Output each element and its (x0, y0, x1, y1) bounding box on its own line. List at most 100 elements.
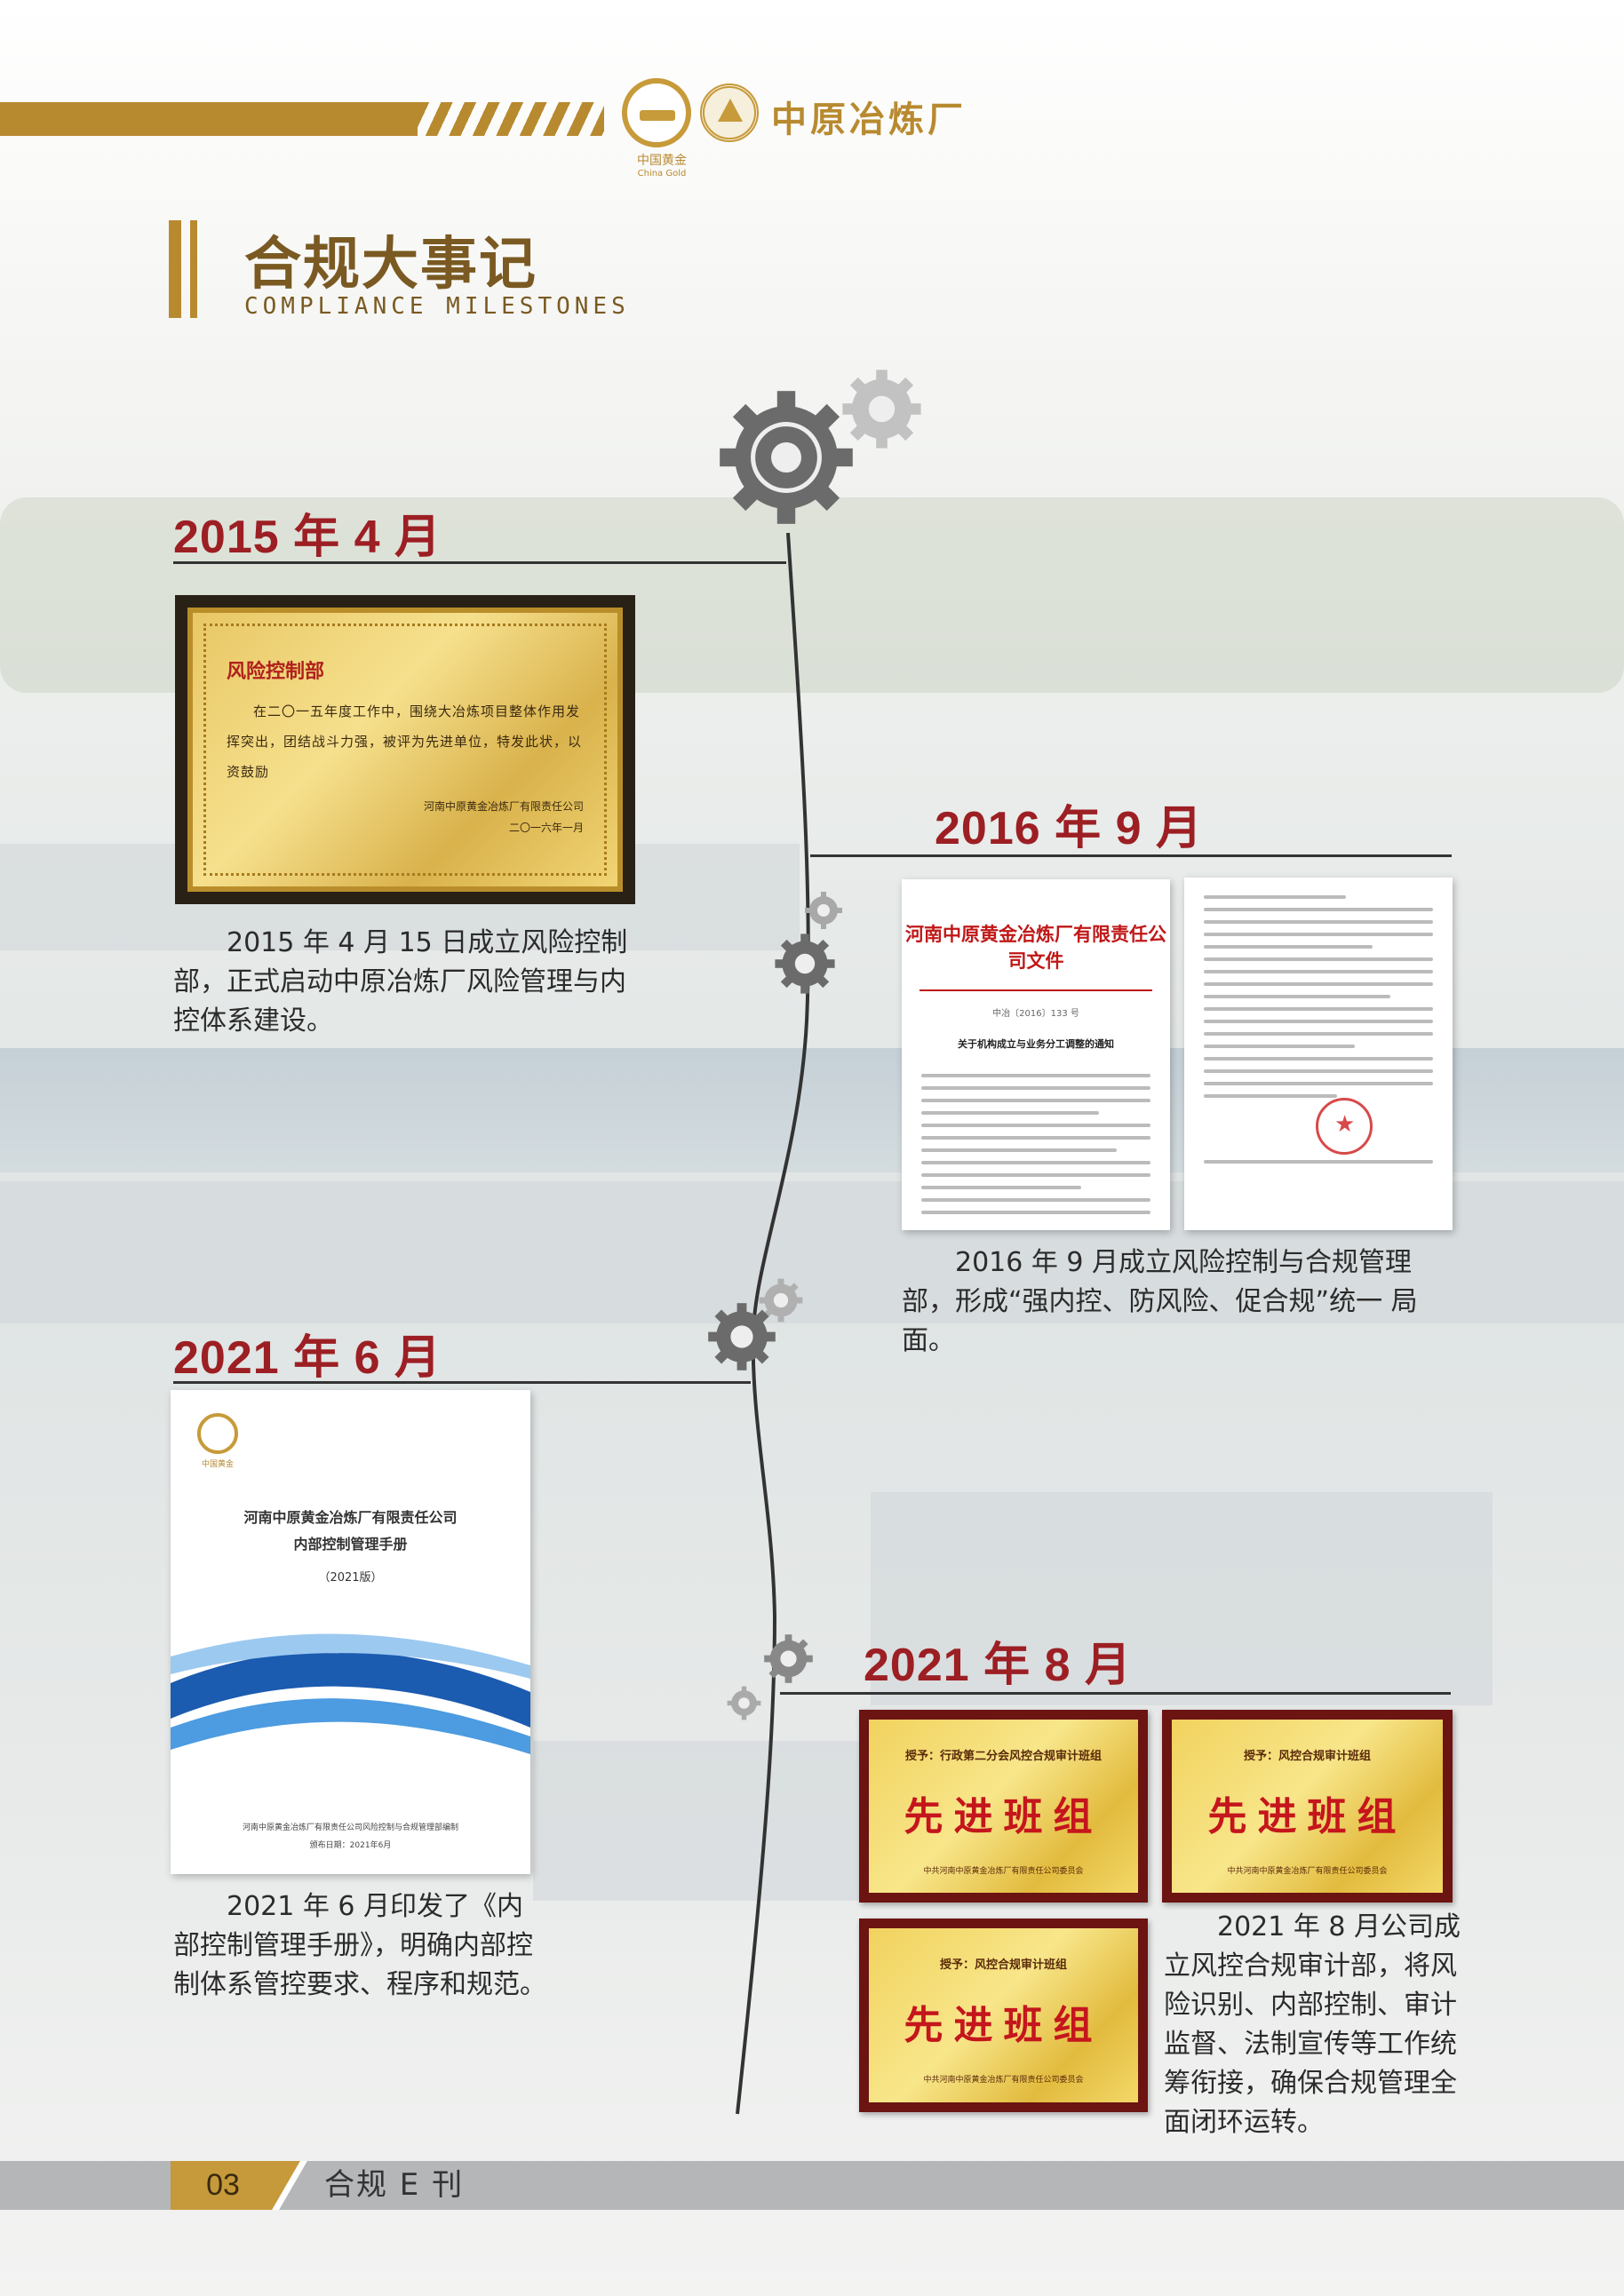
text-line (921, 1086, 1150, 1090)
text-line (1204, 1032, 1433, 1036)
small-gear-icon (805, 892, 842, 929)
text-line (1204, 1069, 1433, 1073)
milestone-caption-2015: 2015 年 4 月 15 日成立风险控制部，正式启动中原冶炼厂风险管理与内控体… (173, 927, 628, 1037)
advanced-team-award-1: 授予：行政第二分会风控合规审计班组 先进班组 中共河南中原黄金冶炼厂有限责任公司… (859, 1710, 1148, 1903)
text-line (1204, 970, 1433, 973)
award-title: 先进班组 (904, 1794, 1103, 1839)
milestone-caption-2016: 2016 年 9 月成立风险控制与合规管理部，形成“强内控、防风险、促合规”统一… (902, 1247, 1418, 1356)
text-line (1204, 908, 1433, 911)
medium-gear-icon (708, 1303, 776, 1370)
text-line (921, 1173, 1150, 1177)
document-subject: 关于机构成立与业务分工调整的通知 (958, 1038, 1114, 1050)
text-line (1204, 1057, 1433, 1061)
award-face: 授予：风控合规审计班组 先进班组 中共河南中原黄金冶炼厂有限责任公司委员会 (1172, 1720, 1443, 1893)
text-line (921, 1074, 1150, 1077)
logo-caption-en: China Gold (637, 169, 687, 179)
manual-wave-decoration (171, 1633, 530, 1754)
medium-gear-icon (775, 933, 835, 994)
official-document-page-2 (1184, 878, 1453, 1230)
award-face: 授予：行政第二分会风控合规审计班组 先进班组 中共河南中原黄金冶炼厂有限责任公司… (869, 1720, 1138, 1893)
text-line (921, 1211, 1150, 1214)
publication-name: 合规 E 刊 (324, 2167, 465, 2203)
text-line (1204, 933, 1433, 936)
text-line (1204, 1020, 1433, 1023)
milestone-rule (173, 561, 786, 564)
milestone-date-2015: 2015 年 4 月 (173, 512, 442, 563)
text-line (921, 1186, 1081, 1189)
milestone-caption-2021-06: 2021 年 6 月印发了《内部控制管理手册》，明确内部控制体系管控要求、程序和… (173, 1891, 546, 2000)
award-issuer: 中共河南中原黄金冶炼厂有限责任公司委员会 (923, 1867, 1084, 1876)
page-number: 03 (171, 2161, 275, 2210)
milestone-rule (810, 854, 1452, 857)
document-title: 河南中原黄金冶炼厂有限责任公司文件 (905, 923, 1166, 972)
page-title: 合规大事记 (244, 231, 537, 298)
text-line (1204, 957, 1433, 961)
award-plaque-2015: 风险控制部 在二〇一五年度工作中，围绕大冶炼项目整体作用发挥突出，团结战斗力强，… (175, 595, 635, 904)
header-bar (0, 102, 418, 136)
text-line (1204, 1082, 1433, 1085)
plaque-sign-org: 河南中原黄金冶炼厂有限责任公司 (423, 800, 584, 813)
advanced-team-award-2: 授予：风控合规审计班组 先进班组 中共河南中原黄金冶炼厂有限责任公司委员会 (1162, 1710, 1453, 1903)
award-issuer: 中共河南中原黄金冶炼厂有限责任公司委员会 (923, 2076, 1084, 2085)
text-line (1204, 982, 1433, 986)
manual-company: 河南中原黄金冶炼厂有限责任公司 (243, 1509, 458, 1526)
seal-logo-icon (700, 83, 759, 142)
text-line (1204, 995, 1390, 998)
text-line (921, 1099, 1150, 1102)
text-line (1204, 1160, 1433, 1164)
manual-edition: （2021版） (318, 1571, 383, 1585)
text-line (921, 1148, 1117, 1152)
logo-caption-cn: 中国黄金 (637, 154, 687, 168)
medium-gear-icon (764, 1634, 813, 1683)
plaque-face: 风险控制部 在二〇一五年度工作中，围绕大冶炼项目整体作用发挥突出，团结战斗力强，… (187, 608, 623, 892)
brand-name: 中原冶炼厂 (771, 99, 967, 140)
manual-footer-date: 颁布日期：2021年6月 (309, 1841, 392, 1850)
bg-building (533, 1741, 871, 1901)
text-line (921, 1198, 1150, 1202)
manual-footer-org: 河南中原黄金冶炼厂有限责任公司风险控制与合规管理部编制 (242, 1823, 458, 1832)
red-seal-stamp-icon (1316, 1098, 1373, 1155)
manual-logo-caption: 中国黄金 (201, 1460, 234, 1469)
award-face: 授予：风控合规审计班组 先进班组 中共河南中原黄金冶炼厂有限责任公司委员会 (869, 1928, 1138, 2102)
text-line (1204, 1094, 1337, 1098)
small-gear-icon (727, 1686, 761, 1720)
text-line (921, 1161, 1150, 1164)
award-title: 先进班组 (904, 2003, 1103, 2048)
text-line (1204, 920, 1433, 924)
brand-logo: 中国黄金 China Gold 中原冶炼厂 (622, 78, 995, 179)
manual-title: 内部控制管理手册 (293, 1536, 408, 1553)
plaque-heading: 风险控制部 (227, 660, 325, 683)
text-line (921, 1124, 1150, 1127)
plaque-body: 在二〇一五年度工作中，围绕大冶炼项目整体作用发挥突出，团结战斗力强，被评为先进单… (227, 703, 583, 780)
document-number: 中冶〔2016〕133 号 (992, 1009, 1079, 1019)
milestone-rule (780, 1692, 1451, 1695)
text-line (921, 1136, 1150, 1140)
document-red-line (919, 989, 1152, 991)
award-recipient: 授予：行政第二分会风控合规审计班组 (904, 1750, 1102, 1763)
milestone-caption-2021-08: 2021 年 8 月公司成立风控合规审计部，将风险识别、内部控制、审计监督、法制… (1164, 1911, 1461, 2138)
milestone-date-2016: 2016 年 9 月 (935, 803, 1203, 854)
china-gold-logo-icon (622, 78, 691, 147)
internal-control-manual-cover: 中国黄金 河南中原黄金冶炼厂有限责任公司 内部控制管理手册 （2021版） 河南… (171, 1390, 530, 1874)
small-gear-icon (842, 369, 921, 449)
text-line (1204, 895, 1346, 899)
logo-caption: 中国黄金 China Gold (622, 151, 702, 179)
award-issuer: 中共河南中原黄金冶炼厂有限责任公司委员会 (1227, 1867, 1388, 1876)
large-gear-icon (720, 391, 853, 524)
title-accent-bar (169, 220, 181, 318)
milestone-date-2021-06: 2021 年 6 月 (173, 1332, 442, 1384)
milestone-rule (173, 1381, 751, 1384)
plaque-signature: 河南中原黄金冶炼厂有限责任公司 二〇一六年一月 (227, 796, 584, 838)
milestone-date-2021-08: 2021 年 8 月 (864, 1640, 1132, 1691)
text-line (1204, 1045, 1355, 1048)
header-stripes (418, 102, 604, 136)
text-line (1204, 945, 1373, 949)
china-gold-logo-icon (197, 1413, 238, 1454)
official-document-page-1: 河南中原黄金冶炼厂有限责任公司文件 中冶〔2016〕133 号 关于机构成立与业… (902, 879, 1170, 1230)
bg-building (871, 1492, 1493, 1705)
page-subtitle: COMPLIANCE MILESTONES (244, 293, 630, 320)
plaque-sign-date: 二〇一六年一月 (508, 822, 584, 834)
title-accent-bar (190, 220, 197, 318)
award-recipient: 授予：风控合规审计班组 (939, 1958, 1067, 1972)
award-title: 先进班组 (1207, 1794, 1407, 1839)
